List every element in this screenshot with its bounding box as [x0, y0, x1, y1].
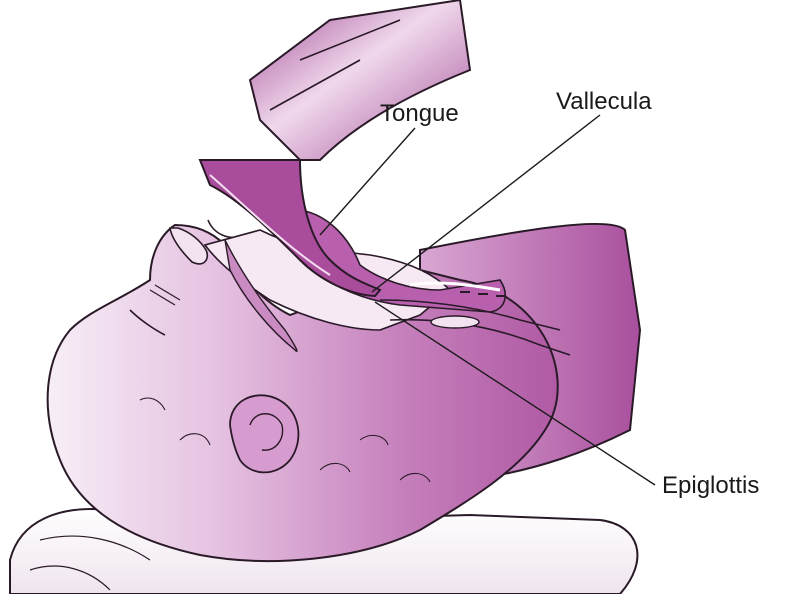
ear: [230, 395, 298, 472]
tongue-label: Tongue: [380, 102, 459, 126]
laryngoscope-handle: [250, 0, 470, 160]
epiglottis-label: Epiglottis: [662, 474, 759, 498]
vallecula-label: Vallecula: [556, 90, 652, 114]
